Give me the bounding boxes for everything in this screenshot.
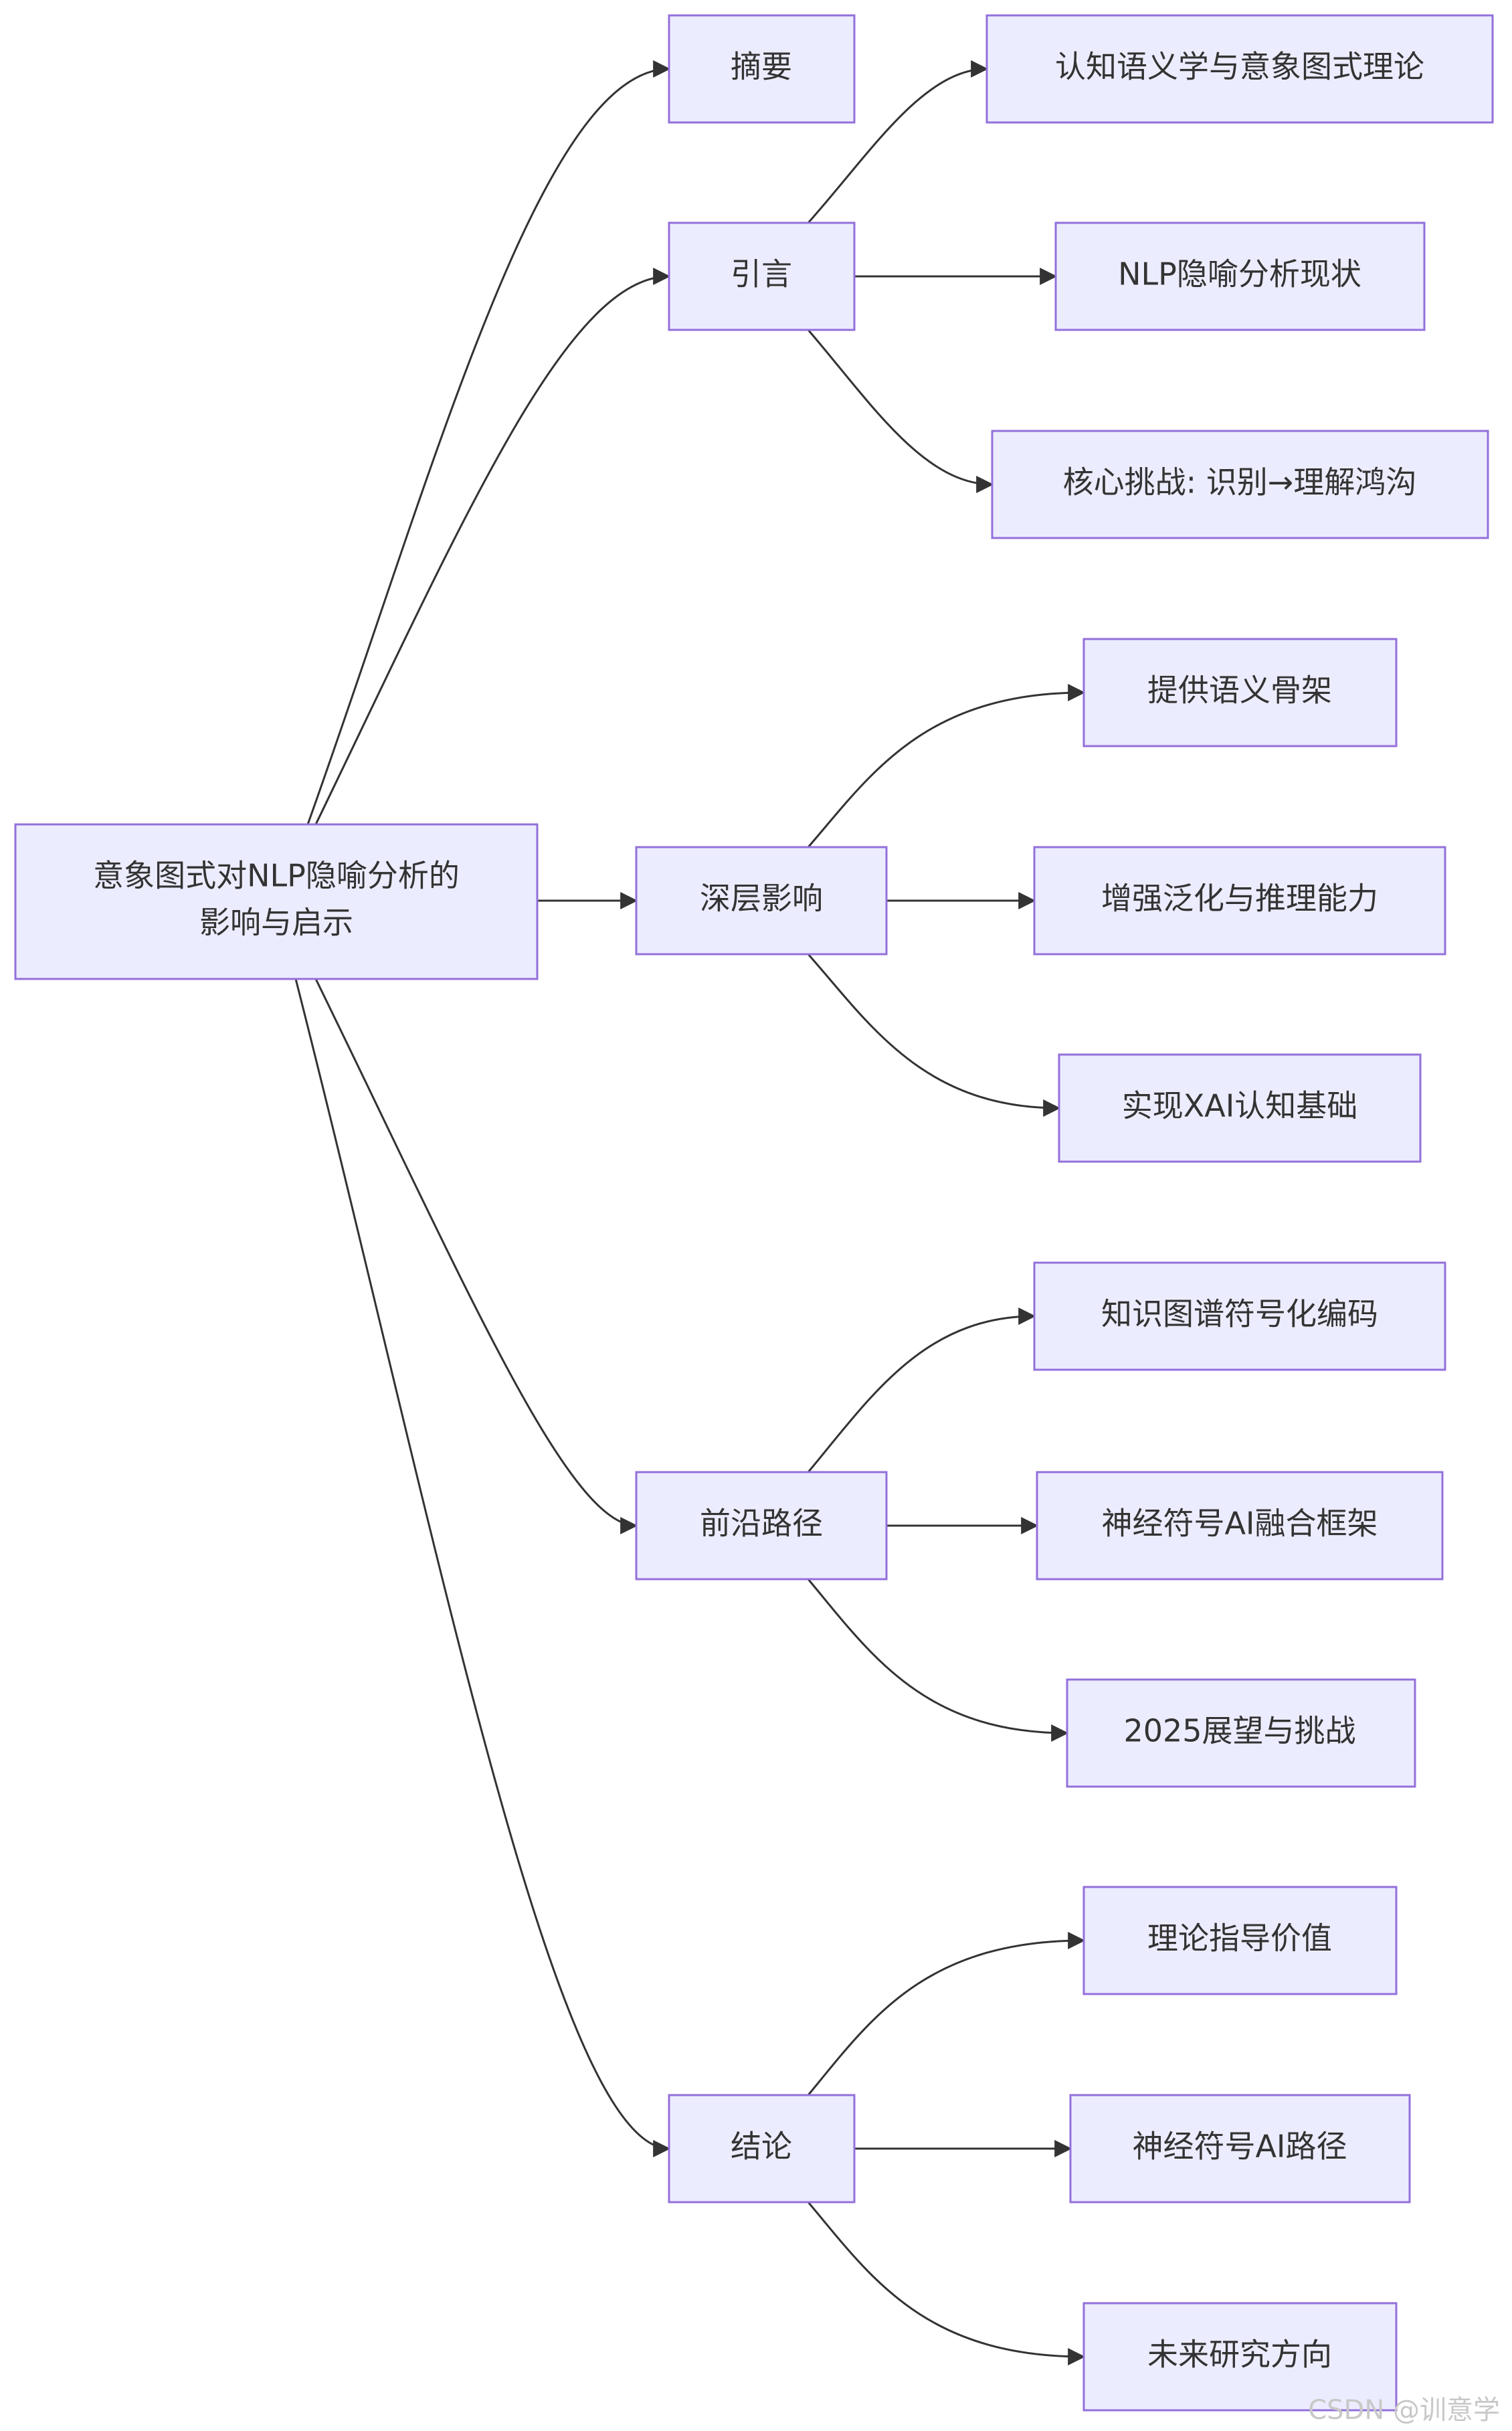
child-label: 未来研究方向 [1147, 2337, 1332, 2373]
child-node: NLP隐喻分析现状 [1054, 221, 1426, 331]
root-node: 意象图式对NLP隐喻分析的 影响与启示 [14, 823, 539, 980]
child-node: 理论指导价值 [1082, 1886, 1398, 1995]
root-node-label-line1: 意象图式对NLP隐喻分析的 [93, 858, 460, 894]
section-node-conclusion: 结论 [668, 2094, 856, 2203]
child-label: 神经符号AI融合框架 [1101, 1506, 1378, 1542]
section-node-impact: 深层影响 [635, 846, 888, 956]
child-node: 提供语义骨架 [1082, 638, 1398, 747]
edges-root [294, 60, 671, 2157]
section-label: 深层影响 [700, 881, 823, 917]
root-node-label-line2: 影响与启示 [199, 905, 353, 941]
child-node: 认知语义学与意象图式理论 [985, 14, 1494, 124]
child-node: 核心挑战: 识别→理解鸿沟 [991, 430, 1489, 539]
child-label: 2025展望与挑战 [1123, 1713, 1355, 1749]
edge-frontier-c3 [807, 1579, 1069, 1742]
child-label: NLP隐喻分析现状 [1118, 256, 1361, 292]
child-label: 神经符号AI路径 [1132, 2129, 1347, 2165]
section-label: 摘要 [731, 49, 792, 85]
section-label: 结论 [731, 2129, 792, 2165]
section-node-intro: 引言 [668, 221, 856, 331]
edge-intro-c3 [807, 329, 994, 493]
edge-impact-c1 [807, 684, 1086, 848]
edge-root-intro [314, 268, 671, 825]
edge-impact-c3 [807, 954, 1061, 1117]
child-node: 神经符号AI路径 [1069, 2094, 1411, 2203]
child-label: 实现XAI认知基础 [1122, 1088, 1358, 1124]
section-label: 引言 [731, 256, 792, 292]
section-node-frontier: 前沿路径 [635, 1471, 888, 1581]
child-label: 理论指导价值 [1147, 1920, 1332, 1957]
child-label: 知识图谱符号化编码 [1101, 1296, 1378, 1332]
child-label: 认知语义学与意象图式理论 [1055, 49, 1424, 85]
child-label: 增强泛化与推理能力 [1101, 881, 1378, 917]
child-node: 知识图谱符号化编码 [1033, 1261, 1446, 1371]
child-node: 2025展望与挑战 [1066, 1678, 1416, 1788]
child-label: 提供语义骨架 [1147, 672, 1332, 709]
edge-frontier-c1 [807, 1308, 1036, 1473]
child-node: 实现XAI认知基础 [1058, 1053, 1422, 1163]
edge-root-frontier [314, 978, 638, 1534]
section-label: 前沿路径 [700, 1506, 823, 1542]
edge-intro-c1 [807, 60, 989, 223]
edge-root-summary [306, 60, 671, 825]
edge-root-conclusion [294, 978, 671, 2157]
child-node: 未来研究方向 [1082, 2302, 1398, 2412]
section-node-summary: 摘要 [668, 14, 856, 124]
watermark: CSDN @训意学 [1308, 2395, 1500, 2426]
edge-conclusion-c3 [807, 2201, 1086, 2365]
child-node: 增强泛化与推理能力 [1033, 846, 1446, 956]
edges-children [807, 60, 1086, 2365]
child-node: 神经符号AI融合框架 [1036, 1471, 1444, 1581]
edge-conclusion-c1 [807, 1932, 1086, 2096]
child-label: 核心挑战: 识别→理解鸿沟 [1063, 464, 1417, 501]
